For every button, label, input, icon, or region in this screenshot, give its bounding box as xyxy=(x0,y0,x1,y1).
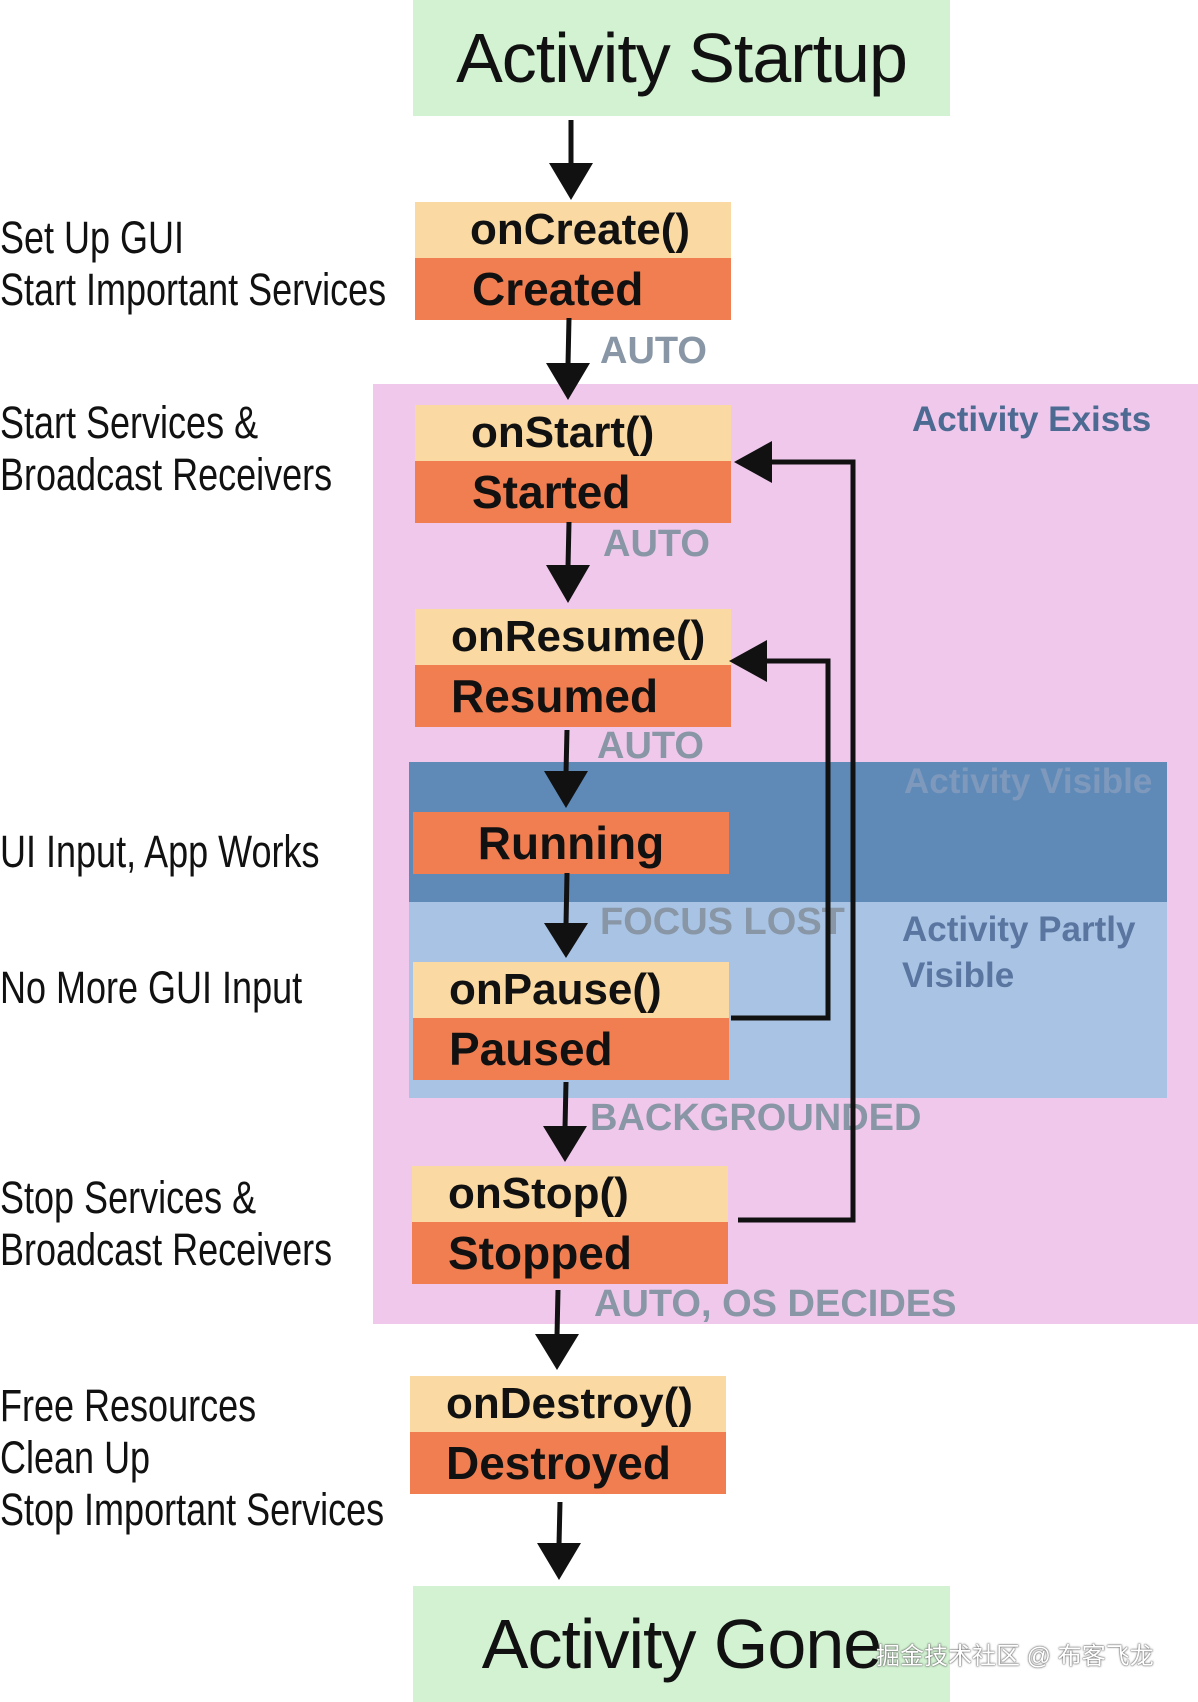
arrow-stop-destroy xyxy=(554,1289,561,1337)
state-destroyed: Destroyed xyxy=(410,1432,726,1494)
note-destroy-line1: Free Resources xyxy=(0,1380,257,1431)
arrowhead-startup-create xyxy=(549,163,593,200)
callback-onstop: onStop() xyxy=(412,1166,728,1222)
watermark-text: 掘金技术社区 @ 布客飞龙 xyxy=(876,1643,1154,1670)
note-start: Start Services & Broadcast Receivers xyxy=(0,397,332,501)
activity-gone-label: Activity Gone xyxy=(481,1605,882,1683)
state-stop: onStop() Stopped xyxy=(412,1166,728,1284)
arrowhead-destroy-gone xyxy=(537,1543,581,1580)
state-resume: onResume() Resumed xyxy=(415,609,731,727)
transition-resume-running-label: AUTO xyxy=(597,725,704,767)
note-stop-line2: Broadcast Receivers xyxy=(0,1224,333,1275)
arrow-destroy-gone xyxy=(556,1501,563,1546)
note-destroy: Free Resources Clean Up Stop Important S… xyxy=(0,1380,384,1536)
transition-pause-stop-label: BACKGROUNDED xyxy=(590,1097,922,1139)
arrow-pause-stop xyxy=(562,1081,569,1129)
callback-onpause: onPause() xyxy=(413,962,729,1018)
arrow-stop-to-start xyxy=(738,459,856,1223)
transition-start-resume-label: AUTO xyxy=(603,523,710,565)
arrow-pause-to-resume xyxy=(731,658,831,1021)
state-start: onStart() Started xyxy=(415,405,731,523)
note-create-line1: Set Up GUI xyxy=(0,212,185,263)
note-create: Set Up GUI Start Important Services xyxy=(0,212,386,316)
activity-partly-visible-label-line1: Activity Partly xyxy=(902,910,1136,949)
note-running: UI Input, App Works xyxy=(0,826,319,878)
arrow-resume-running xyxy=(563,729,570,774)
note-stop-line1: Stop Services & xyxy=(0,1172,257,1223)
activity-startup-label: Activity Startup xyxy=(456,19,908,97)
note-start-line1: Start Services & xyxy=(0,397,259,448)
callback-ondestroy: onDestroy() xyxy=(410,1376,726,1432)
state-stopped: Stopped xyxy=(412,1222,728,1284)
note-create-line2: Start Important Services xyxy=(0,264,387,315)
callback-onstart: onStart() xyxy=(415,405,731,461)
arrow-running-pause xyxy=(563,872,570,926)
arrowhead-into-resume xyxy=(729,640,767,682)
transition-running-pause-label: FOCUS LOST xyxy=(600,901,845,943)
state-create: onCreate() Created xyxy=(415,202,731,320)
state-created: Created xyxy=(415,258,731,320)
arrowhead-into-start xyxy=(734,441,772,483)
transition-create-start-label: AUTO xyxy=(600,330,707,372)
state-destroy: onDestroy() Destroyed xyxy=(410,1376,726,1494)
state-running-box: Running xyxy=(413,812,729,874)
callback-oncreate: onCreate() xyxy=(415,202,731,258)
activity-exists-label: Activity Exists xyxy=(912,400,1152,439)
note-stop: Stop Services & Broadcast Receivers xyxy=(0,1172,332,1276)
note-destroy-line2: Clean Up xyxy=(0,1432,151,1483)
activity-startup-node: Activity Startup xyxy=(413,0,950,116)
state-started: Started xyxy=(415,461,731,523)
activity-visible-label: Activity Visible xyxy=(904,762,1153,801)
note-destroy-line3: Stop Important Services xyxy=(0,1484,385,1535)
transition-stop-destroy-label: AUTO, OS DECIDES xyxy=(594,1283,957,1325)
activity-partly-visible-label-line2: Visible xyxy=(902,956,1015,995)
state-running: Running xyxy=(413,812,729,874)
note-start-line2: Broadcast Receivers xyxy=(0,449,333,500)
arrowhead-resume-running xyxy=(544,771,588,808)
state-pause: onPause() Paused xyxy=(413,962,729,1080)
arrowhead-create-start xyxy=(546,363,590,400)
arrowhead-stop-destroy xyxy=(535,1334,579,1370)
arrowhead-pause-stop xyxy=(543,1126,587,1162)
arrowhead-start-resume xyxy=(546,565,590,603)
note-pause-line1: No More GUI Input xyxy=(0,962,303,1013)
callback-onresume: onResume() xyxy=(415,609,731,665)
note-pause: No More GUI Input xyxy=(0,962,302,1014)
state-resumed: Resumed xyxy=(415,665,731,727)
arrow-start-resume xyxy=(565,521,572,568)
activity-gone-node: Activity Gone xyxy=(413,1586,950,1702)
note-running-line1: UI Input, App Works xyxy=(0,826,320,877)
state-paused: Paused xyxy=(413,1018,729,1080)
arrowhead-running-pause xyxy=(544,923,588,958)
arrow-create-start xyxy=(565,317,572,366)
